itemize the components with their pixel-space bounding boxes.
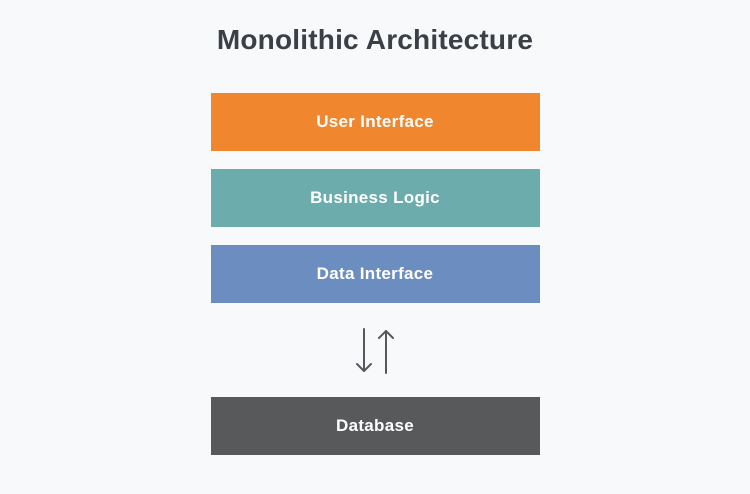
up-arrow-icon	[378, 330, 394, 374]
data-flow-arrows	[352, 327, 398, 375]
layer-database-label: Database	[336, 416, 414, 435]
down-arrow-icon	[356, 328, 372, 372]
diagram-title: Monolithic Architecture	[216, 24, 534, 55]
layer-user-interface: User Interface	[210, 93, 540, 151]
layer-data-interface-label: Data Interface	[316, 264, 434, 283]
monolithic-architecture-diagram: Monolithic Architecture User Interface B…	[210, 24, 540, 455]
layer-stack: User Interface Business Logic Data Inter…	[210, 93, 540, 303]
layer-business-logic-label: Business Logic	[310, 188, 440, 207]
layer-database: Database	[210, 397, 540, 455]
arrows-svg	[356, 328, 394, 374]
layer-business-logic: Business Logic	[210, 169, 540, 227]
layer-data-interface: Data Interface	[210, 245, 540, 303]
layer-user-interface-label: User Interface	[316, 112, 434, 131]
